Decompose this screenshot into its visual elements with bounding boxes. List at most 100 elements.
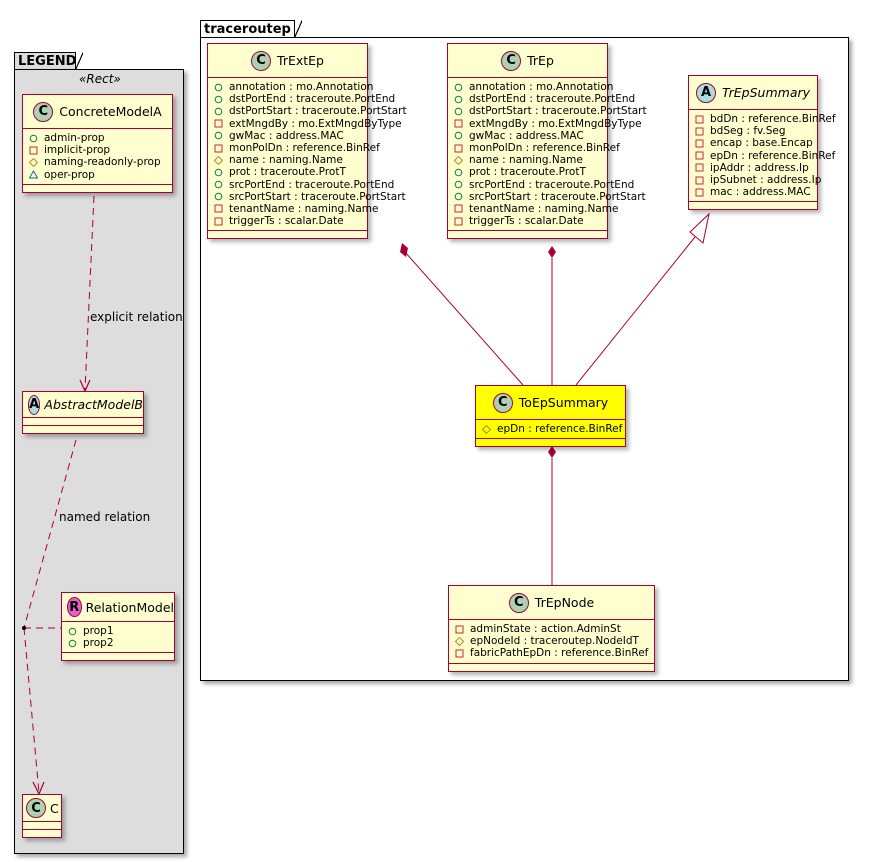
- field-text: adminState : action.AdminSt: [470, 623, 621, 636]
- class-field: tenantName : naming.Name: [214, 203, 379, 215]
- class-name: C: [50, 800, 59, 816]
- class-field: ipAddr : address.Ip: [695, 162, 811, 174]
- field-text: monPolDn : reference.BinRef: [469, 142, 620, 155]
- class-name: TrExtEp: [277, 53, 324, 68]
- private-field-icon: [214, 217, 223, 226]
- edge-trextep-toepsummary: [404, 251, 524, 386]
- composition-diamond-trep: [548, 246, 556, 258]
- field-text: prop1: [83, 625, 114, 638]
- private-field-icon: [454, 204, 463, 213]
- protected-field-icon: [481, 424, 492, 434]
- class-kind-icon: C: [501, 50, 522, 71]
- public-field-icon: [68, 627, 77, 636]
- class-name: ToEpSummary: [518, 395, 609, 410]
- class-field: tenantName : naming.Name: [454, 203, 619, 215]
- class-abstractmodelb[interactable]: A AbstractModelB: [22, 391, 144, 434]
- public-field-icon: [454, 131, 463, 140]
- class-field: dstPortStart : traceroute.PortStart: [214, 105, 407, 117]
- class-field: oper-prop: [28, 169, 166, 181]
- class-field: fabricPathEpDn : reference.BinRef: [455, 647, 648, 659]
- class-field: annotation : mo.Annotation: [454, 81, 613, 93]
- class-field: name : naming.Name: [213, 154, 361, 167]
- field-text: naming-readonly-prop: [44, 156, 161, 169]
- class-name: TrEpNode: [534, 595, 595, 610]
- protected-field-icon: [454, 636, 465, 646]
- class-field: dstPortStart : traceroute.PortStart: [454, 105, 647, 117]
- class-field: epNodeId : traceroutep.NodeIdT: [454, 635, 648, 647]
- method-list: [23, 426, 143, 433]
- field-list: epDn : reference.BinRef: [476, 420, 625, 440]
- class-kind-icon: C: [251, 50, 272, 71]
- field-list: [23, 418, 143, 426]
- class-field: bdDn : reference.BinRef: [695, 113, 836, 125]
- public-field-icon: [454, 107, 463, 116]
- private-field-icon: [454, 119, 463, 128]
- private-field-icon: [695, 151, 704, 160]
- private-field-icon: [695, 188, 704, 197]
- private-field-icon: [455, 649, 464, 658]
- public-field-icon: [454, 83, 463, 92]
- field-text: ipSubnet : address.Ip: [710, 174, 822, 187]
- class-field: ipSubnet : address.Ip: [695, 174, 821, 186]
- field-text: bdDn : reference.BinRef: [710, 113, 836, 126]
- association-point: [22, 626, 26, 630]
- protected-field-icon: [453, 155, 464, 165]
- class-name: AbstractModelB: [44, 397, 143, 412]
- class-field: adminState : action.AdminSt: [455, 623, 648, 635]
- public-field-icon: [214, 131, 223, 140]
- named-relation-label: named relation: [59, 510, 151, 524]
- field-text: extMngdBy : mo.ExtMngdByType: [229, 117, 402, 130]
- field-text: triggerTs : scalar.Date: [469, 215, 584, 228]
- legend-stereotype: «Rect»: [79, 72, 121, 86]
- field-text: tenantName : naming.Name: [229, 202, 379, 215]
- private-field-icon: [695, 127, 704, 136]
- class-field: gwMac : address.MAC: [454, 130, 601, 142]
- field-text: annotation : mo.Annotation: [469, 81, 614, 94]
- legend-package: [14, 69, 184, 854]
- field-text: fabricPathEpDn : reference.BinRef: [470, 647, 649, 660]
- class-field: srcPortStart : traceroute.PortStart: [454, 191, 646, 203]
- generalization-arrow: [689, 212, 710, 244]
- field-text: gwMac : address.MAC: [229, 129, 344, 142]
- private-field-icon: [454, 144, 463, 153]
- private-field-icon: [695, 163, 704, 172]
- field-text: dstPortEnd : traceroute.PortEnd: [229, 93, 396, 106]
- method-list: [689, 202, 817, 209]
- traceroutep-package-tab: traceroutep: [200, 20, 302, 38]
- private-field-icon: [455, 625, 464, 634]
- field-text: dstPortEnd : traceroute.PortEnd: [469, 93, 636, 106]
- class-c[interactable]: C C: [22, 794, 62, 838]
- field-text: dstPortStart : traceroute.PortStart: [229, 105, 407, 118]
- field-text: mac : address.MAC: [710, 186, 811, 199]
- field-text: name : naming.Name: [229, 154, 343, 167]
- class-toepsummary[interactable]: C ToEpSummary epDn : reference.BinRef: [475, 385, 626, 448]
- field-text: gwMac : address.MAC: [469, 129, 584, 142]
- field-text: prot : traceroute.ProtT: [469, 166, 586, 179]
- field-text: srcPortStart : traceroute.PortStart: [229, 190, 406, 203]
- class-field: monPolDn : reference.BinRef: [454, 142, 620, 154]
- class-kind-icon: C: [492, 392, 513, 413]
- class-kind-icon: C: [26, 798, 46, 818]
- class-field: srcPortEnd : traceroute.PortEnd: [214, 179, 394, 191]
- class-field: naming-readonly-prop: [28, 156, 166, 169]
- field-text: prot : traceroute.ProtT: [229, 166, 346, 179]
- private-field-icon: [214, 204, 223, 213]
- private-field-icon: [29, 146, 38, 155]
- public-field-icon: [214, 95, 223, 104]
- field-text: epDn : reference.BinRef: [497, 423, 623, 436]
- class-name: ConcreteModelA: [59, 104, 162, 119]
- class-field: triggerTs : scalar.Date: [454, 215, 601, 227]
- private-field-icon: [695, 176, 704, 185]
- method-list: [449, 664, 654, 671]
- method-list: [208, 231, 367, 238]
- class-field: monPolDn : reference.BinRef: [214, 142, 380, 154]
- field-text: admin-prop: [44, 132, 105, 145]
